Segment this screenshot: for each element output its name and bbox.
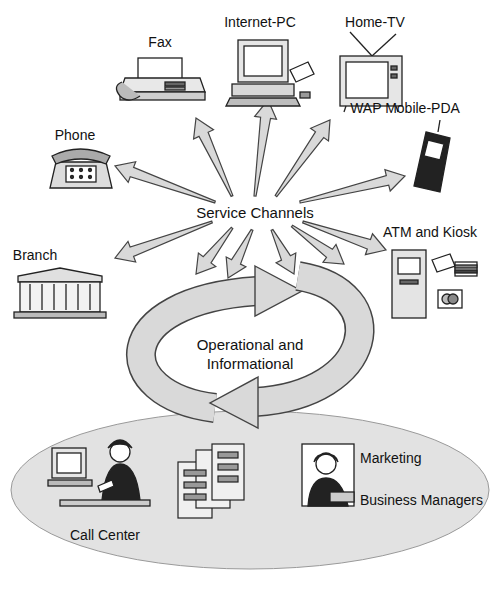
tv-icon-part (372, 34, 396, 56)
channel-name: Branch (5, 247, 65, 264)
server-rack-part (184, 482, 206, 488)
atm-icon-part (438, 290, 462, 308)
server-rack-part (212, 444, 244, 500)
call-center-agent-part (60, 500, 150, 506)
channel-arrow (271, 230, 296, 274)
tv-icon-part (346, 62, 388, 98)
atm-icon-part (398, 258, 420, 274)
channel-arrow (226, 230, 253, 278)
branch-icon-part (18, 268, 102, 282)
mobile-icon-part (414, 132, 450, 192)
mobile-icon-part (424, 140, 444, 160)
server-rack-part (184, 494, 206, 500)
tv-icon-part (391, 66, 397, 70)
atm-icon-part (392, 250, 426, 318)
phone-icon-part (89, 176, 92, 179)
cycle-arrows-part (255, 266, 302, 316)
phone-icon-part (80, 169, 83, 172)
pc-icon (226, 40, 314, 106)
fax-icon-part (165, 87, 185, 90)
manager-portrait-part (314, 453, 338, 462)
branch-icon (14, 268, 106, 318)
fax-icon (116, 58, 205, 100)
node-text: Marketing (360, 450, 480, 467)
atm-icon-part (455, 270, 477, 273)
channel-arrow (275, 120, 330, 197)
tv-icon-part (340, 56, 402, 106)
phone-icon-part (50, 162, 112, 188)
atm-icon-part (455, 265, 477, 268)
node-text: Business Managers (360, 492, 485, 509)
server-rack-part (218, 464, 238, 470)
phone-icon-part (52, 149, 110, 164)
phone-icon-part (66, 166, 96, 182)
channel-arrow (194, 118, 233, 196)
call-center-agent-part (48, 480, 92, 486)
pc-icon-part (244, 46, 282, 76)
pc-icon-part (232, 84, 294, 96)
channel-arrow (115, 162, 215, 203)
branch-icon-part (65, 284, 66, 310)
server-rack-part (218, 452, 238, 458)
channel-arrow (254, 100, 277, 196)
branch-icon-part (41, 284, 42, 310)
ellipse-outline (10, 410, 490, 570)
channel-name: WAP Mobile-PDA (335, 100, 475, 117)
fax-icon-part (116, 82, 140, 100)
tv-icon-part (344, 106, 346, 112)
manager-portrait-part (316, 454, 336, 474)
branch-icon-part (53, 284, 54, 310)
cycle-arrows (141, 266, 360, 428)
channel-name: ATM and Kiosk (375, 224, 485, 241)
ellipse-shape (11, 411, 489, 569)
branch-icon-part (89, 284, 90, 310)
atm-icon-part (448, 294, 458, 304)
atm-icon (392, 250, 477, 318)
call-center-agent-part (52, 448, 86, 478)
fax-icon-part (138, 58, 182, 80)
pc-icon-part (300, 92, 310, 98)
atm-icon-part (432, 254, 455, 272)
mobile-icon-part (438, 120, 440, 132)
branch-icon-part (14, 312, 106, 318)
pc-icon-part (290, 62, 314, 82)
branch-icon-part (29, 284, 30, 310)
phone-icon-part (71, 176, 74, 179)
call-center-agent-part (57, 453, 81, 473)
channel-arrow (291, 225, 344, 264)
pc-icon-part (226, 98, 300, 106)
manager-portrait-part (302, 444, 354, 506)
phone-icon-part (89, 169, 92, 172)
channel-name: Internet-PC (215, 14, 305, 31)
manager-portrait (302, 444, 354, 506)
channel-name: Phone (45, 127, 105, 144)
mobile-icon (414, 120, 450, 192)
phone-icon-part (80, 176, 83, 179)
server-rack-part (184, 470, 206, 476)
branch-icon-part (20, 282, 100, 312)
phone-icon (50, 149, 112, 188)
node-text: Call Center (50, 527, 160, 544)
phone-icon-part (71, 169, 74, 172)
channel-name: Home-TV (335, 14, 415, 31)
pc-icon-part (238, 40, 288, 82)
atm-icon-part (400, 280, 418, 284)
branch-icon-part (77, 284, 78, 310)
channel-name: Fax (130, 34, 190, 51)
channel-arrow (303, 221, 386, 255)
ellipse-group: Call Center MarketingBusiness Managers (10, 410, 490, 570)
fax-icon-part (120, 78, 205, 92)
fax-icon-part (165, 82, 185, 86)
tv-icon-part (391, 74, 397, 78)
manager-portrait-part (330, 492, 354, 502)
channel-arrow (300, 170, 405, 203)
server-rack-part (218, 476, 238, 482)
hub-label: Service Channels (180, 204, 330, 221)
atm-icon-part (455, 262, 477, 276)
tv-icon-part (350, 32, 372, 56)
cycle-label: Operational and Informational (190, 335, 310, 373)
